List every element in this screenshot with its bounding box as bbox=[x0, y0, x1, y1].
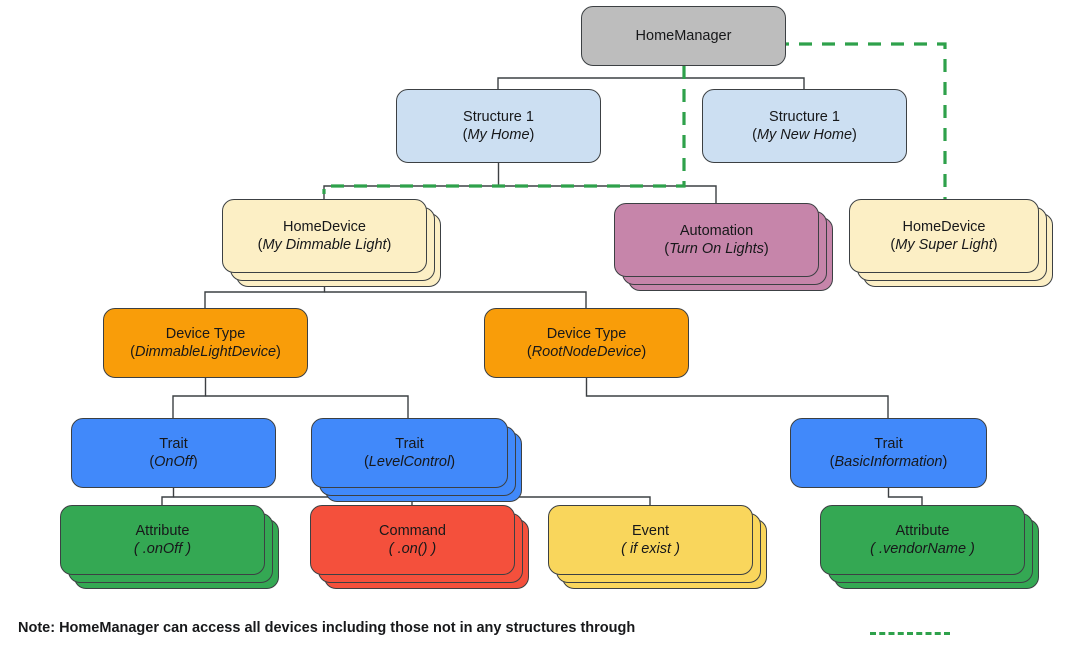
node-type-label: Attribute bbox=[895, 522, 950, 539]
node-name-label: (LevelControl) bbox=[363, 454, 456, 470]
connector-line bbox=[205, 395, 409, 418]
node-type-label: Trait bbox=[874, 435, 903, 452]
node-type-label: Command bbox=[379, 522, 446, 539]
node-cmd_on[interactable]: Command ( .on() ) bbox=[310, 505, 515, 575]
node-tr_onoff[interactable]: Trait (OnOff) bbox=[71, 418, 276, 488]
node-type-label: Attribute bbox=[135, 522, 190, 539]
node-structure2[interactable]: Structure 1 (My New Home) bbox=[702, 89, 907, 163]
node-type-label: Structure 1 bbox=[463, 108, 534, 125]
connector-line bbox=[161, 488, 175, 505]
connector-line bbox=[585, 378, 889, 418]
connector-line bbox=[497, 66, 685, 89]
node-name-label: ( if exist ) bbox=[621, 541, 680, 557]
connector-line bbox=[887, 488, 923, 505]
node-attr_vendor[interactable]: Attribute ( .vendorName ) bbox=[820, 505, 1025, 575]
node-type-label: Trait bbox=[395, 435, 424, 452]
dashed-green-line-legend bbox=[870, 632, 950, 635]
connector-line bbox=[323, 163, 500, 199]
node-name-label: (My Super Light) bbox=[890, 237, 998, 253]
node-attr_onoff[interactable]: Attribute ( .onOff ) bbox=[60, 505, 265, 575]
node-name-label: (My Home) bbox=[462, 127, 535, 143]
node-tr_level[interactable]: Trait (LevelControl) bbox=[311, 418, 508, 488]
node-name-label: ( .vendorName ) bbox=[870, 541, 975, 557]
node-name-label: (My New Home) bbox=[752, 127, 857, 143]
node-type-label: Device Type bbox=[546, 325, 627, 342]
connector-line bbox=[324, 291, 587, 308]
node-dev_dimmable[interactable]: HomeDevice (My Dimmable Light) bbox=[222, 199, 427, 273]
connector-line bbox=[498, 185, 717, 203]
node-name-label: (RootNodeDevice) bbox=[526, 344, 647, 360]
node-dt_rootnode[interactable]: Device Type (RootNodeDevice) bbox=[484, 308, 689, 378]
node-name-label: (DimmableLightDevice) bbox=[130, 344, 281, 360]
node-type-label: HomeDevice bbox=[283, 218, 366, 235]
node-type-label: Trait bbox=[159, 435, 188, 452]
node-automation[interactable]: Automation (Turn On Lights) bbox=[614, 203, 819, 277]
node-dev_super[interactable]: HomeDevice (My Super Light) bbox=[849, 199, 1039, 273]
node-name-label: (BasicInformation) bbox=[829, 454, 948, 470]
node-name-label: (OnOff) bbox=[149, 454, 198, 470]
diagram-note: Note: HomeManager can access all devices… bbox=[18, 620, 636, 636]
node-name-label: (My Dimmable Light) bbox=[257, 237, 392, 253]
node-type-label: Automation bbox=[679, 222, 754, 239]
node-name-label: ( .on() ) bbox=[388, 541, 437, 557]
connector-line bbox=[683, 77, 805, 89]
node-structure1[interactable]: Structure 1 (My Home) bbox=[396, 89, 601, 163]
node-name-label: ( .onOff ) bbox=[133, 541, 192, 557]
node-type-label: HomeManager bbox=[635, 27, 732, 44]
node-homemanager[interactable]: HomeManager bbox=[581, 6, 786, 66]
connector-line bbox=[172, 378, 207, 418]
node-type-label: HomeDevice bbox=[902, 218, 986, 235]
node-evt_ifexist[interactable]: Event ( if exist ) bbox=[548, 505, 753, 575]
node-tr_basic[interactable]: Trait (BasicInformation) bbox=[790, 418, 987, 488]
node-type-label: Event bbox=[631, 522, 670, 539]
node-name-label: (Turn On Lights) bbox=[664, 241, 769, 257]
node-type-label: Structure 1 bbox=[769, 108, 840, 125]
node-type-label: Device Type bbox=[165, 325, 246, 342]
node-dt_dimmable[interactable]: Device Type (DimmableLightDevice) bbox=[103, 308, 308, 378]
